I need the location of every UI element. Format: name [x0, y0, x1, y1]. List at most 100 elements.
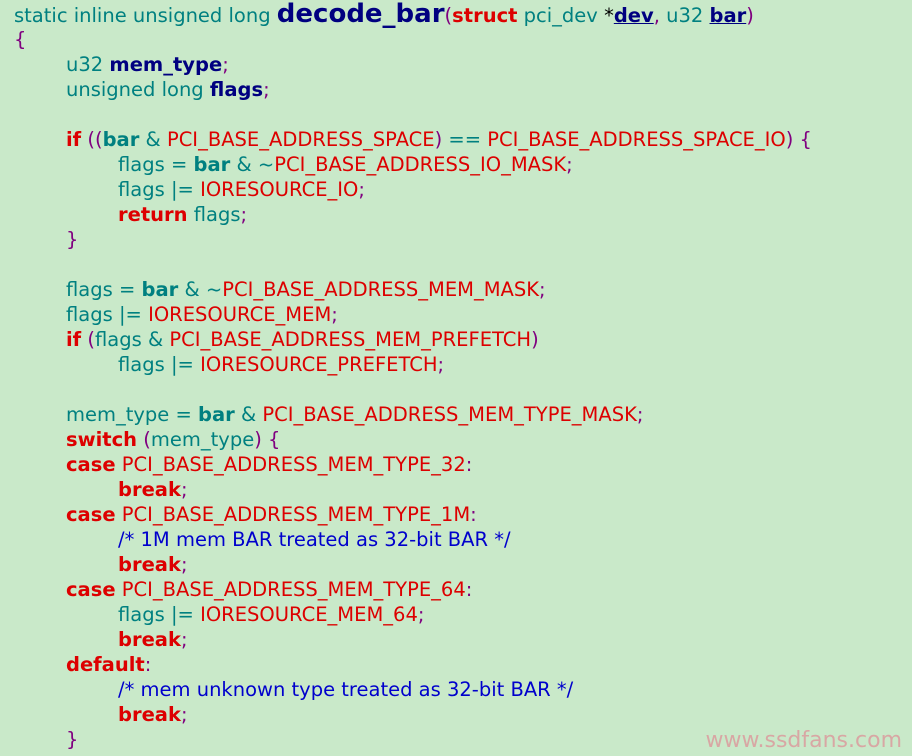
- code-token: flags: [118, 603, 171, 626]
- code-line: [14, 252, 909, 277]
- code-token: switch: [66, 428, 138, 451]
- code-token: flags: [118, 153, 171, 176]
- code-token: :: [144, 653, 152, 676]
- code-token: ;: [539, 278, 546, 301]
- code-token: ;: [180, 703, 188, 726]
- code-token: ;: [437, 353, 445, 376]
- code-token: =: [118, 278, 142, 301]
- code-token: PCI_BASE_ADDRESS_MEM_MASK: [222, 278, 540, 301]
- code-token: break: [118, 703, 181, 726]
- code-token: PCI_BASE_ADDRESS_MEM_TYPE_MASK: [262, 403, 637, 426]
- code-token: ;: [240, 203, 248, 226]
- code-line: }: [14, 727, 909, 752]
- code-token: break: [118, 628, 181, 651]
- code-token: :: [470, 503, 477, 526]
- code-token: bar: [102, 128, 140, 151]
- code-line: case PCI_BASE_ADDRESS_MEM_TYPE_1M:: [14, 502, 909, 527]
- code-token: dev: [613, 4, 654, 27]
- code-token: ;: [222, 53, 229, 76]
- code-token: :: [465, 453, 473, 476]
- code-token: /* mem unknown type treated as 32-bit BA…: [118, 678, 574, 701]
- code-line: break;: [14, 552, 909, 577]
- code-token: &: [147, 328, 170, 351]
- code-token: (: [444, 4, 453, 27]
- code-line: if (flags & PCI_BASE_ADDRESS_MEM_PREFETC…: [14, 327, 909, 352]
- code-token: PCI_BASE_ADDRESS_MEM_TYPE_32: [115, 453, 466, 476]
- code-token: PCI_BASE_ADDRESS_SPACE_IO: [487, 128, 786, 151]
- code-token: (: [137, 428, 151, 451]
- code-line: case PCI_BASE_ADDRESS_MEM_TYPE_64:: [14, 577, 909, 602]
- code-token: if: [66, 128, 82, 151]
- code-token: case: [66, 453, 116, 476]
- code-token: PCI_BASE_ADDRESS_SPACE: [166, 128, 435, 151]
- code-listing: static inline unsigned long decode_bar(s…: [14, 0, 909, 752]
- code-token: ;: [263, 78, 270, 101]
- code-line: flags |= IORESOURCE_PREFETCH;: [14, 352, 909, 377]
- code-line: [14, 377, 909, 402]
- code-line: mem_type = bar & PCI_BASE_ADDRESS_MEM_TY…: [14, 402, 909, 427]
- code-token: ,: [653, 4, 667, 27]
- code-token: {: [14, 28, 27, 51]
- code-line: u32 mem_type;: [14, 52, 909, 77]
- code-token: bar: [198, 403, 235, 426]
- code-token: & ~: [178, 278, 223, 301]
- code-line: [14, 102, 909, 127]
- code-line: if ((bar & PCI_BASE_ADDRESS_SPACE) == PC…: [14, 127, 909, 152]
- code-token: ) {: [254, 428, 281, 451]
- code-line: default:: [14, 652, 909, 677]
- code-token: =: [175, 403, 199, 426]
- code-token: case: [66, 503, 116, 526]
- code-token: mem_type: [109, 53, 223, 76]
- code-line: flags |= IORESOURCE_MEM_64;: [14, 602, 909, 627]
- code-token: u32: [666, 4, 710, 27]
- code-token: ;: [417, 603, 425, 626]
- code-token: |=: [170, 178, 201, 201]
- code-token: ): [531, 328, 539, 351]
- code-token: |=: [170, 353, 201, 376]
- code-line: flags = bar & ~PCI_BASE_ADDRESS_IO_MASK;: [14, 152, 909, 177]
- code-token: flags: [209, 78, 264, 101]
- code-token: ): [746, 4, 754, 27]
- code-token: decode_bar: [276, 0, 445, 29]
- code-line: flags = bar & ~PCI_BASE_ADDRESS_MEM_MASK…: [14, 277, 909, 302]
- code-token: :: [465, 578, 473, 601]
- code-token: flags: [187, 203, 241, 226]
- code-token: ) {: [785, 128, 812, 151]
- code-token: pci_dev: [517, 4, 605, 27]
- code-token: flags: [66, 303, 119, 326]
- code-token: bar: [193, 153, 231, 176]
- code-line: static inline unsigned long decode_bar(s…: [14, 0, 909, 29]
- code-token: ((: [81, 128, 103, 151]
- code-line: {: [14, 27, 909, 52]
- code-line: return flags;: [14, 202, 909, 227]
- code-token: |=: [118, 303, 149, 326]
- code-token: }: [66, 728, 79, 751]
- code-token: =: [170, 153, 194, 176]
- code-line: flags |= IORESOURCE_MEM;: [14, 302, 909, 327]
- code-token: flags: [118, 353, 171, 376]
- code-token: ;: [331, 303, 338, 326]
- code-token: flags: [94, 328, 148, 351]
- code-token: flags: [118, 178, 171, 201]
- code-token: PCI_BASE_ADDRESS_MEM_TYPE_1M: [115, 503, 471, 526]
- code-token: PCI_BASE_ADDRESS_MEM_PREFETCH: [169, 328, 532, 351]
- code-line: break;: [14, 627, 909, 652]
- code-token: static inline unsigned long: [14, 4, 277, 27]
- code-token: ;: [180, 553, 188, 576]
- code-token: if: [66, 328, 82, 351]
- code-token: }: [66, 228, 79, 251]
- code-token: IORESOURCE_MEM_64: [200, 603, 418, 626]
- code-token: flags: [66, 278, 119, 301]
- code-token: (: [81, 328, 95, 351]
- code-token: ;: [180, 628, 188, 651]
- code-token: &: [139, 128, 167, 151]
- code-token: ;: [566, 153, 573, 176]
- code-line: break;: [14, 477, 909, 502]
- code-token: struct: [452, 4, 518, 27]
- code-token: & ~: [230, 153, 275, 176]
- code-token: unsigned long: [66, 78, 210, 101]
- code-token: PCI_BASE_ADDRESS_MEM_TYPE_64: [115, 578, 466, 601]
- code-token: return: [118, 203, 188, 226]
- code-token: default: [66, 653, 145, 676]
- code-token: ;: [180, 478, 188, 501]
